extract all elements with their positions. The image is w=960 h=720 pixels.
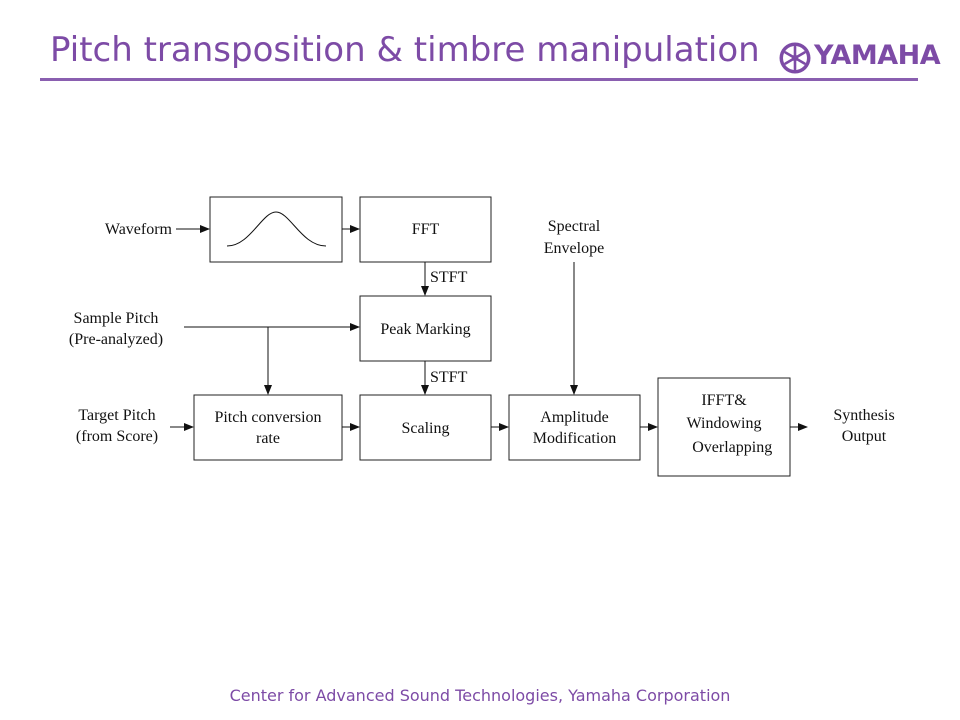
stft-label-1: STFT: [430, 269, 468, 286]
footer-credit: Center for Advanced Sound Technologies, …: [229, 686, 731, 705]
amplitude-label-line2: Modification: [533, 430, 617, 447]
synthesis-output-label-line2: Output: [842, 428, 887, 445]
ifft-windowing-block: IFFT& Windowing  Overlapping: [657, 377, 791, 477]
yamaha-logo: YAMAHA: [778, 38, 941, 78]
ifft-label-line2: Windowing: [687, 415, 762, 432]
waveform-label: Waveform: [105, 221, 173, 238]
window-block: [209, 196, 343, 263]
pitch-conversion-label-line2: rate: [256, 430, 280, 447]
pitch-conversion-block: Pitch conversion rate: [193, 394, 343, 461]
sample-pitch-label-line2: (Pre-analyzed): [69, 331, 163, 348]
scaling-label: Scaling: [402, 420, 450, 437]
fft-label: FFT: [412, 221, 440, 238]
fft-block: FFT: [359, 196, 492, 263]
ifft-label-line1: IFFT&: [701, 392, 747, 409]
target-pitch-label-line2: (from Score): [76, 428, 158, 445]
stft-label-2: STFT: [430, 369, 468, 386]
peak-marking-label: Peak Marking: [380, 321, 470, 338]
amplitude-label-line1: Amplitude: [540, 409, 608, 426]
slide-title: Pitch transposition & timbre manipulatio…: [50, 30, 760, 70]
window-curve-icon: [226, 211, 327, 247]
ifft-label-line3:  Overlapping: [676, 439, 772, 456]
tuning-fork-emblem-icon: [779, 42, 811, 74]
sample-pitch-label-line1: Sample Pitch: [74, 310, 159, 327]
target-pitch-label-line1: Target Pitch: [78, 407, 155, 424]
pitch-conversion-label-line1: Pitch conversion: [214, 409, 321, 426]
amplitude-modification-block: Amplitude Modification: [508, 394, 641, 461]
title-underline: [40, 78, 918, 81]
scaling-block: Scaling: [359, 394, 492, 461]
brand-wordmark: YAMAHA: [814, 40, 941, 71]
spectral-envelope-label-line1: Spectral: [548, 218, 601, 235]
synthesis-output-label-line1: Synthesis: [833, 407, 894, 424]
spectral-envelope-label-line2: Envelope: [544, 240, 604, 257]
peak-marking-block: Peak Marking: [359, 295, 492, 362]
